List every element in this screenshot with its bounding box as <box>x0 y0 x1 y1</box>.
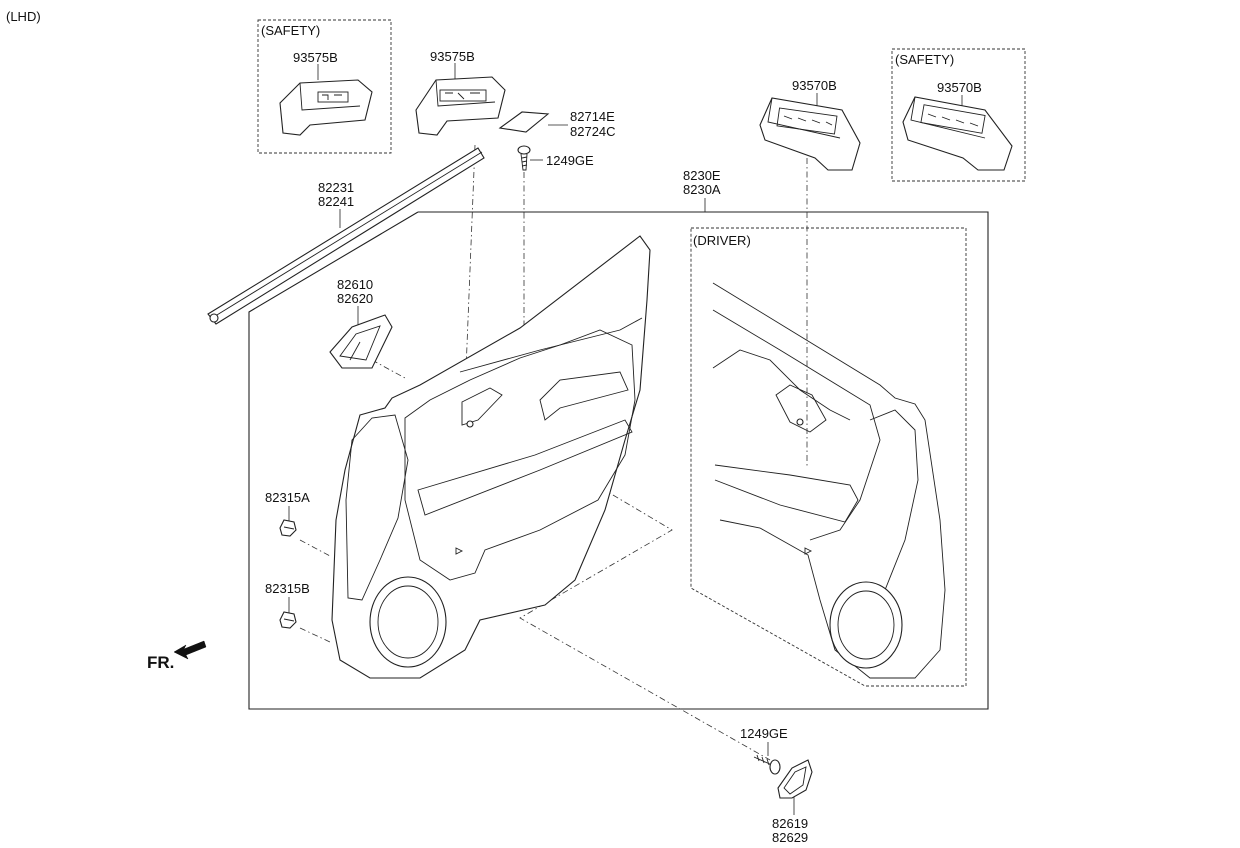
label-screw-bottom: 1249GE <box>740 726 788 741</box>
safety-right-label: (SAFETY) <box>895 52 954 67</box>
driver-label: (DRIVER) <box>693 233 751 248</box>
assembly-line-clip-b <box>299 627 331 643</box>
switch-left-drawing <box>415 76 506 136</box>
clip-b-drawing <box>279 611 297 629</box>
label-82724c: 82724C <box>570 124 616 139</box>
assembly-line-clip-a <box>299 539 331 557</box>
inside-handle-drawing <box>329 314 393 369</box>
safety-left-frame <box>257 19 392 154</box>
switch-right-drawing <box>759 97 861 171</box>
label-82315b: 82315B <box>265 581 310 596</box>
switch-safety-right-drawing <box>902 96 1013 171</box>
label-82231: 82231 <box>318 180 354 195</box>
weatherstrip-drawing <box>207 147 485 325</box>
label-switch-safety-left: 93575B <box>293 50 338 65</box>
label-82610: 82610 <box>337 277 373 292</box>
variant-label: (LHD) <box>6 9 41 24</box>
safety-right-frame <box>891 48 1026 182</box>
safety-left-label: (SAFETY) <box>261 23 320 38</box>
door-trim-panel-drawing <box>331 235 651 679</box>
cover-drawing <box>777 759 813 799</box>
driver-door-trim-panel-drawing <box>712 282 946 679</box>
front-arrow-icon <box>173 640 207 660</box>
direction-label: FR. <box>147 653 174 672</box>
label-82619: 82619 <box>772 816 808 831</box>
label-82315a: 82315A <box>265 490 310 505</box>
screw-top-drawing <box>517 145 531 171</box>
screw-bottom-drawing <box>753 754 781 775</box>
label-8230a: 8230A <box>683 182 721 197</box>
label-sticker-drawing <box>498 111 550 133</box>
assembly-line-handle <box>371 359 406 379</box>
clip-a-drawing <box>279 519 297 537</box>
switch-safety-left-drawing <box>279 79 373 136</box>
assembly-frame <box>248 211 989 710</box>
label-82241: 82241 <box>318 194 354 209</box>
driver-frame <box>690 227 967 687</box>
label-switch-safety-right: 93570B <box>937 80 982 95</box>
label-8230e: 8230E <box>683 168 721 183</box>
assembly-line-screw-bottom <box>519 439 771 761</box>
label-82714e: 82714E <box>570 109 615 124</box>
label-switch-right: 93570B <box>792 78 837 93</box>
label-switch-left: 93575B <box>430 49 475 64</box>
label-82629: 82629 <box>772 830 808 845</box>
label-screw-top: 1249GE <box>546 153 594 168</box>
label-82620: 82620 <box>337 291 373 306</box>
